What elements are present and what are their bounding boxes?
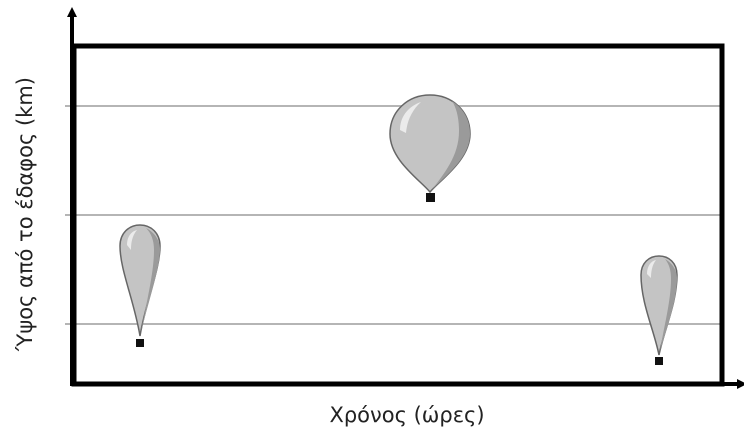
balloon-small-right-payload [655, 357, 663, 365]
y-axis-label: Ύψος από το έδαφος (km) [13, 77, 37, 352]
balloon-small-left-payload [136, 339, 144, 347]
x-axis-label: Χρόνος (ώρες) [329, 403, 484, 427]
balloon-large-middle [389, 94, 471, 202]
balloon-small-right [640, 255, 678, 365]
balloon-large-middle-payload [426, 193, 435, 202]
balloon-small-left [119, 224, 161, 347]
